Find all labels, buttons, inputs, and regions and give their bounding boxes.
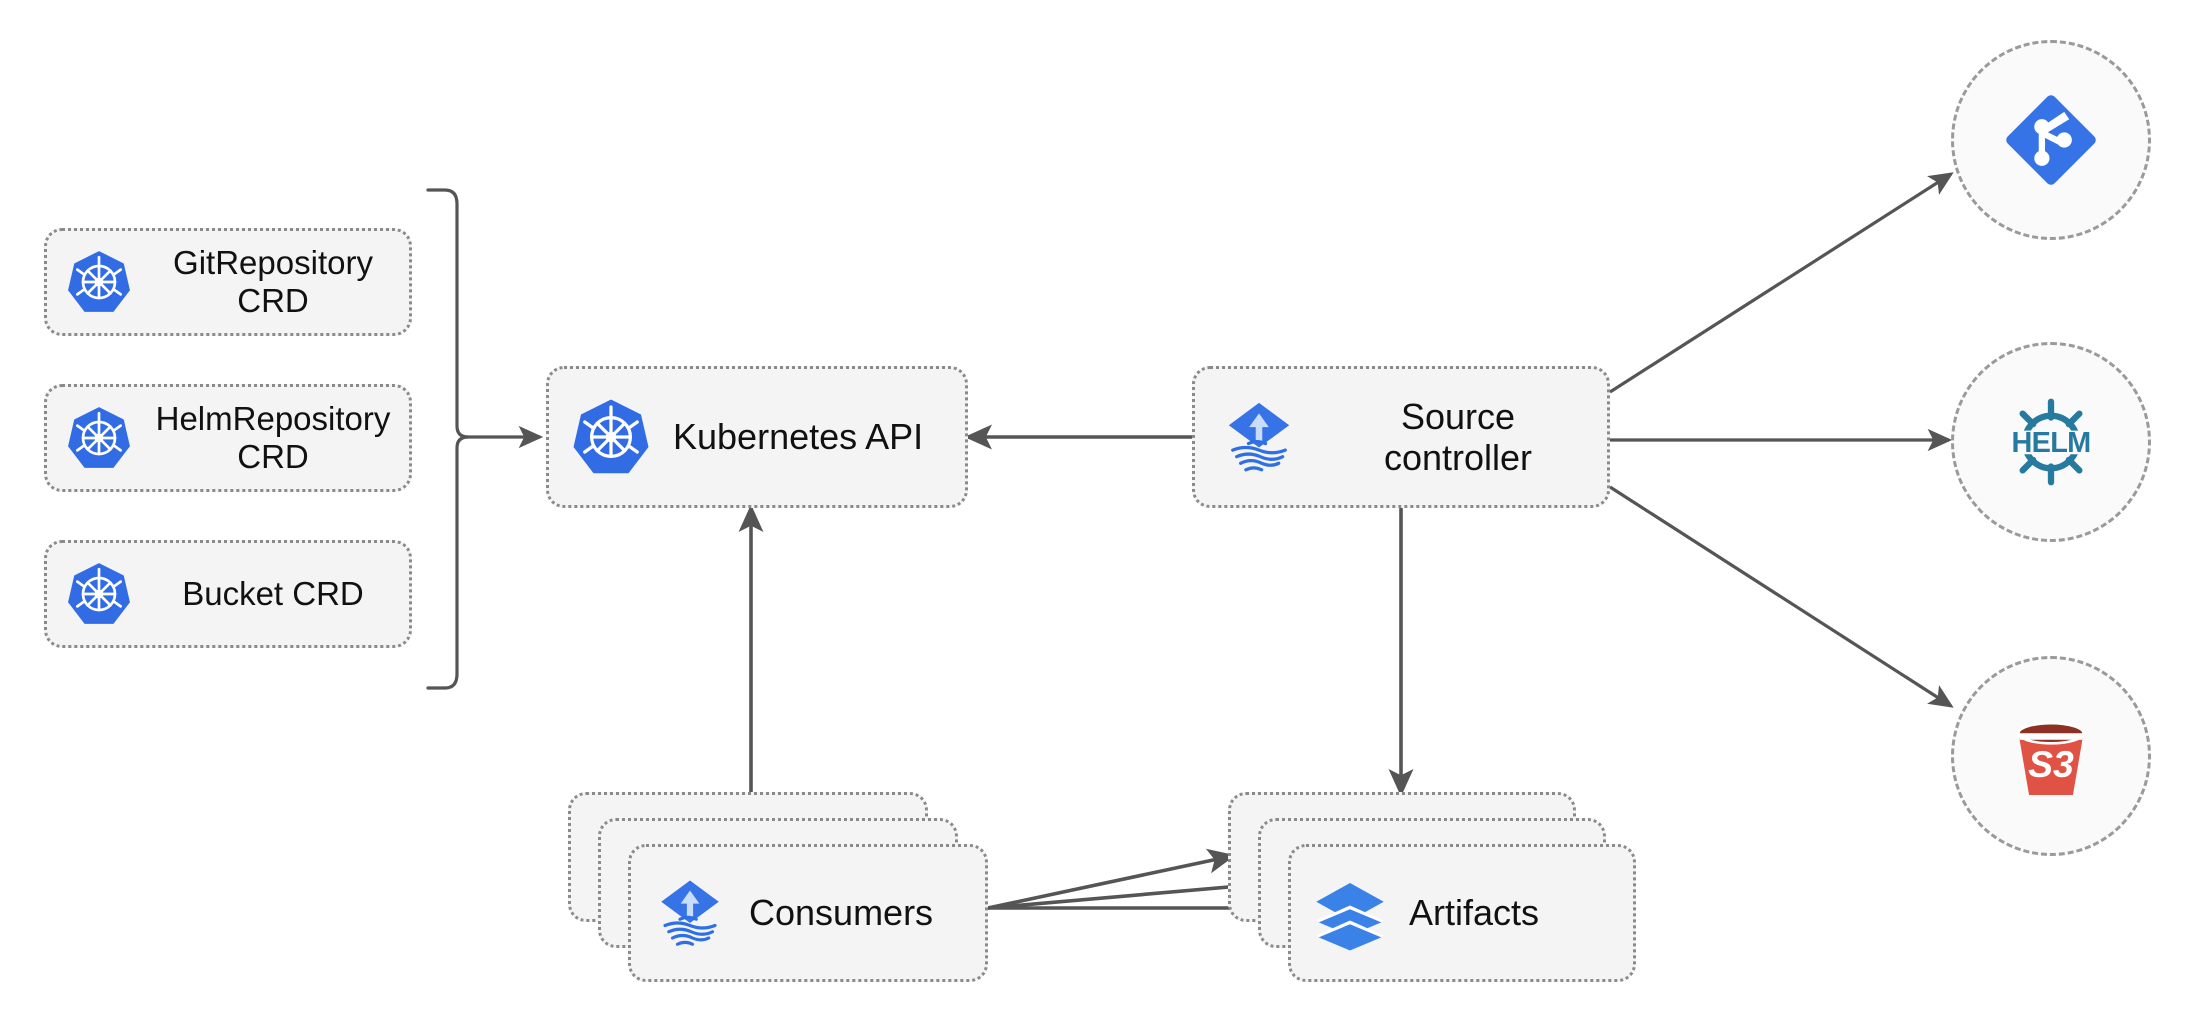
crd-box-bucket[interactable]: Bucket CRD [44,540,412,648]
edge-source-controller-to-s3 [1609,485,1954,708]
source-circle-s3[interactable]: S3 [1951,656,2151,856]
crd-label-bucket: Bucket CRD [182,575,364,613]
kubernetes-icon [47,561,151,627]
edge-consumers-to-artifacts-2 [987,873,1267,910]
node-label-source-controller: Source controller [1383,395,1533,478]
node-label-kubernetes-api: Kubernetes API [673,416,924,458]
layers-icon [1291,873,1409,953]
crd-label-gitrepository: GitRepository CRD [173,244,373,319]
artifacts-card-front[interactable]: Artifacts [1288,844,1636,982]
source-circle-git[interactable] [1951,40,2151,240]
crd-group-bracket [426,188,469,690]
node-source-controller[interactable]: Source controller [1192,366,1610,508]
git-icon [1998,87,2104,193]
svg-text:HELM: HELM [2012,427,2091,459]
helm-icon: HELM [1995,386,2107,498]
kubernetes-icon [47,405,151,471]
edge-source-controller-to-git [1609,172,1954,394]
crd-box-gitrepository[interactable]: GitRepository CRD [44,228,412,336]
crd-box-helmrepository[interactable]: HelmRepository CRD [44,384,412,492]
node-artifacts[interactable]: Artifacts [1228,792,1636,982]
svg-text:S3: S3 [2028,743,2074,785]
s3-icon: S3 [1999,704,2103,808]
kubernetes-icon [47,249,151,315]
source-circle-helm[interactable]: HELM [1951,342,2151,542]
node-label-artifacts: Artifacts [1409,892,1540,934]
node-consumers[interactable]: Consumers [568,792,988,982]
flux-icon [631,873,749,953]
crd-label-helmrepository: HelmRepository CRD [155,400,391,475]
node-kubernetes-api[interactable]: Kubernetes API [546,366,968,508]
consumers-card-front[interactable]: Consumers [628,844,988,982]
flux-icon [1195,395,1323,479]
edge-consumers-to-artifacts-1 [987,848,1236,910]
kubernetes-icon [549,397,673,477]
node-label-consumers: Consumers [749,892,934,934]
